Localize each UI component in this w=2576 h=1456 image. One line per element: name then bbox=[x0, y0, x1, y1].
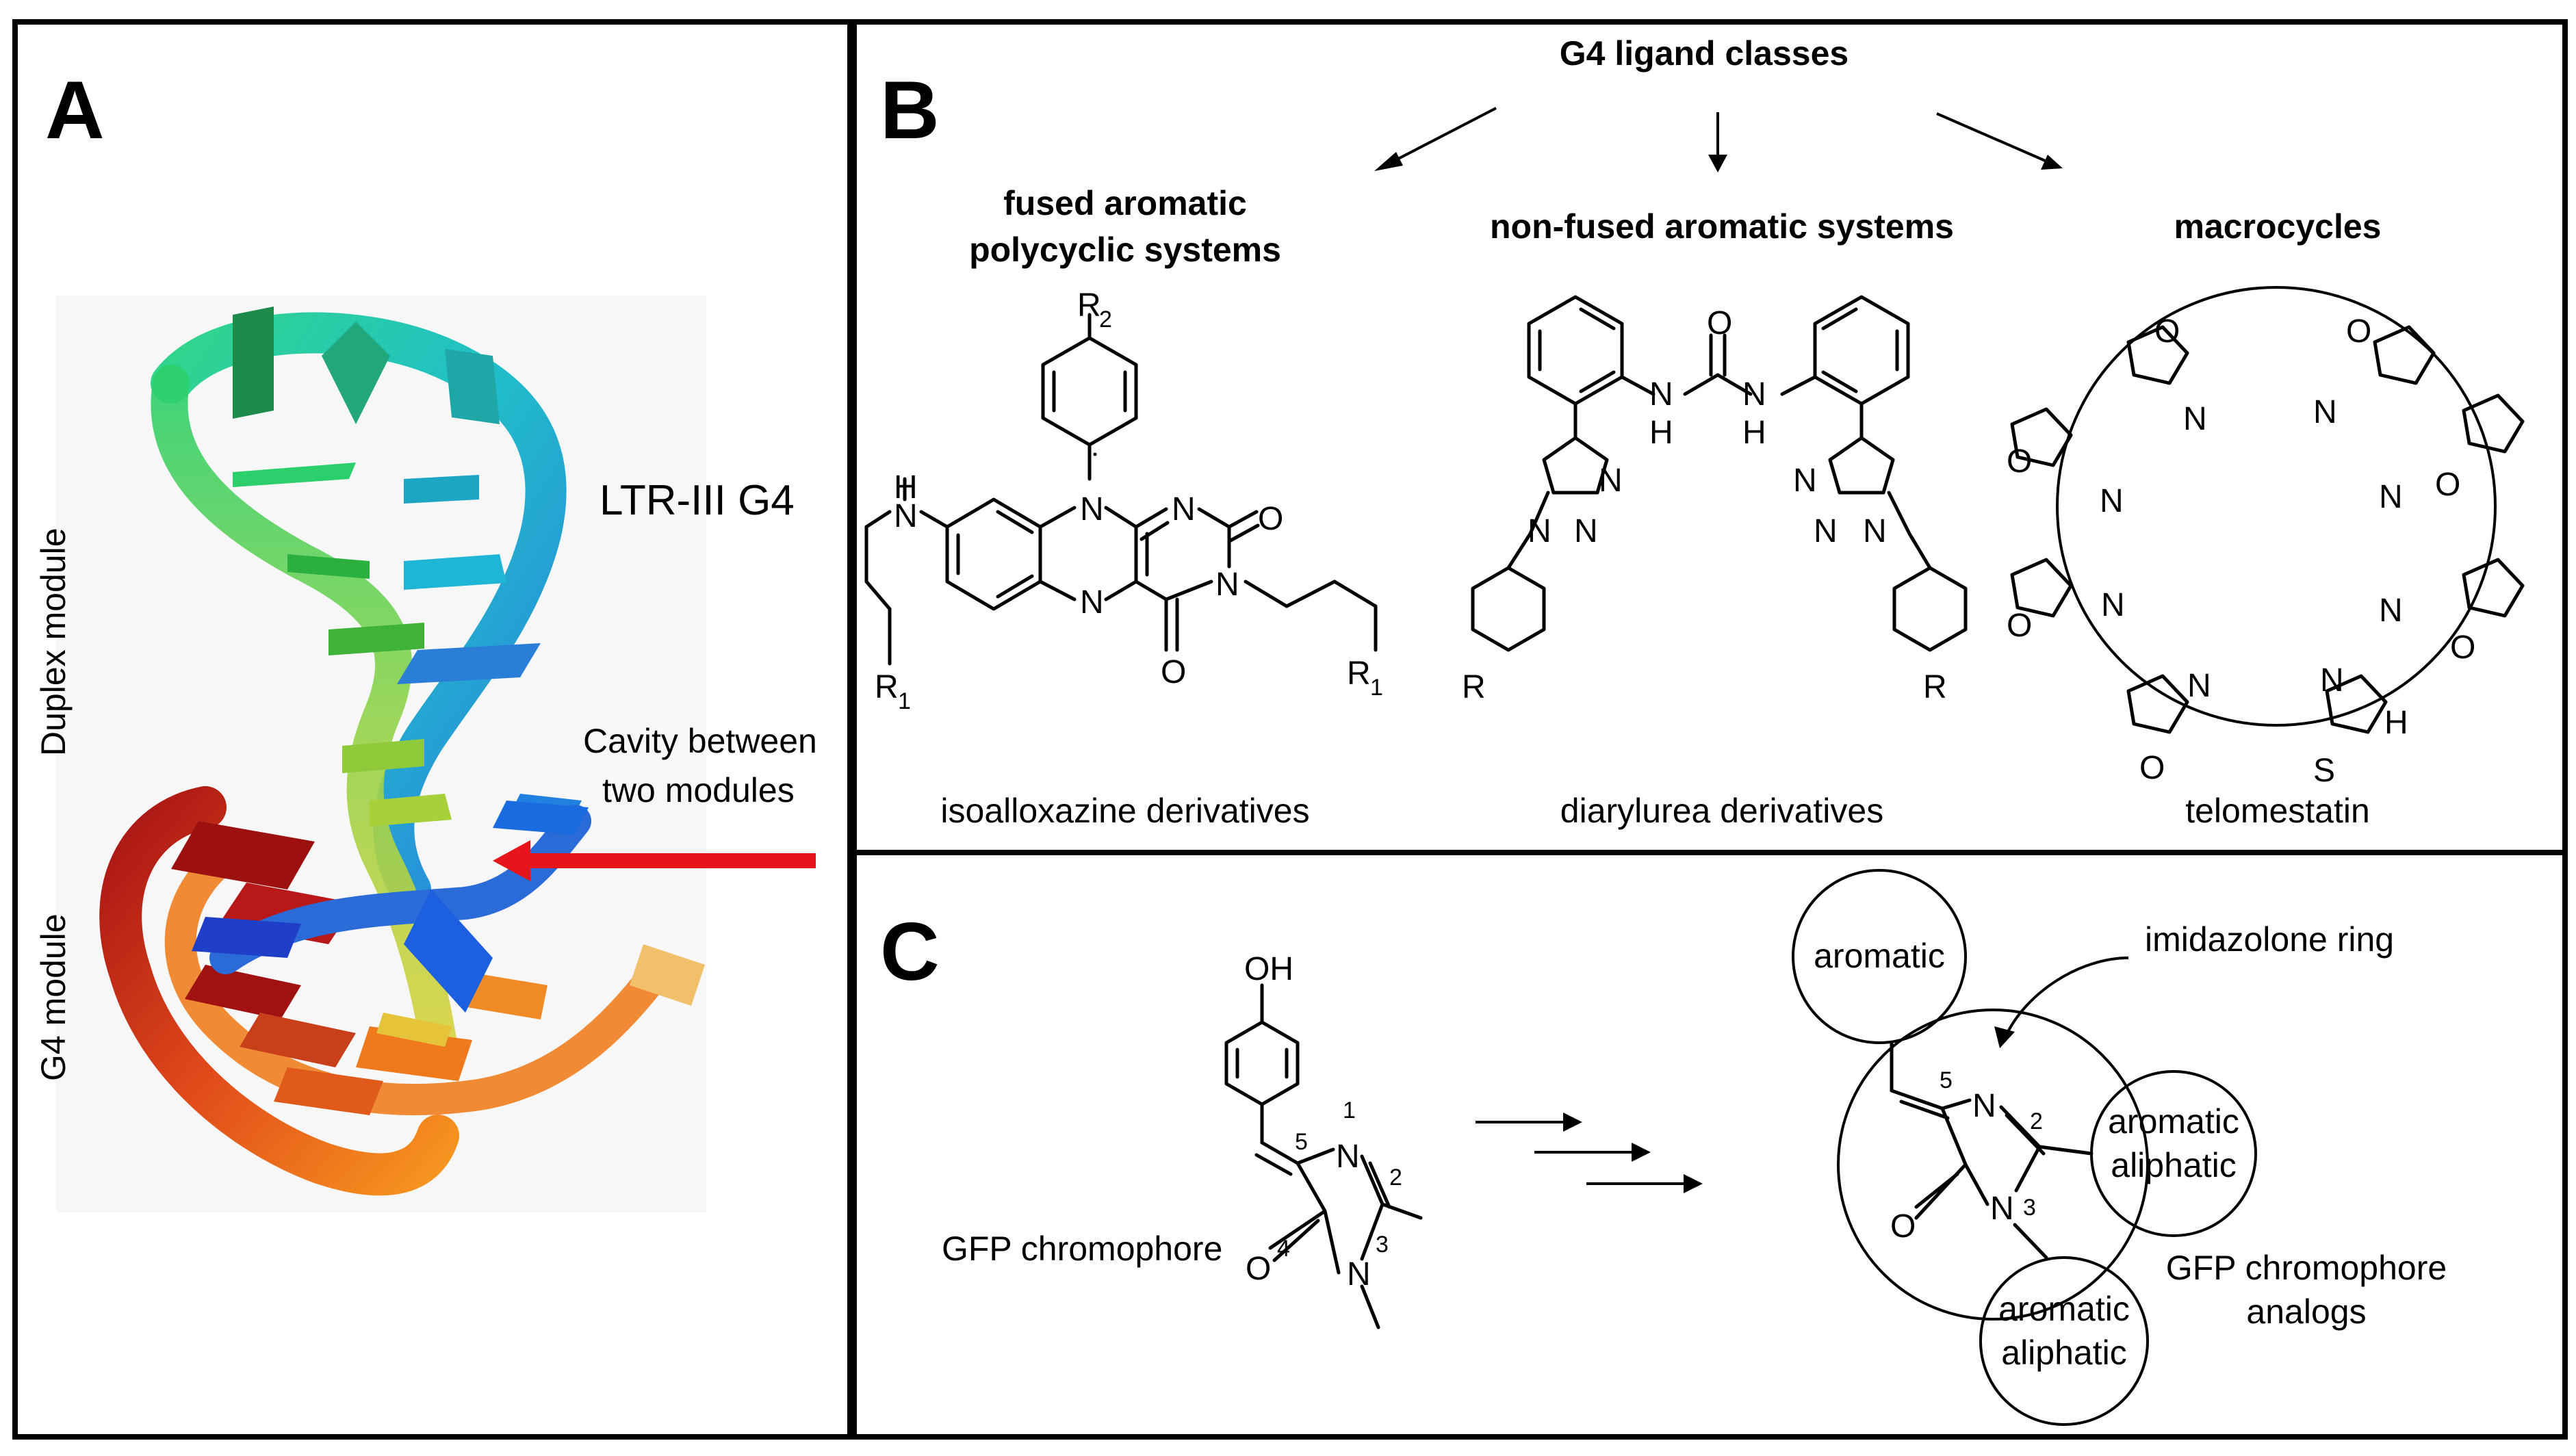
class-title-fused-line1: fused aromatic bbox=[1003, 184, 1247, 222]
atom-r1-right: R bbox=[1347, 655, 1371, 692]
atom-n5-iso: N bbox=[1080, 584, 1104, 621]
g4-ribbon-structure bbox=[56, 296, 706, 1212]
atom-analog-o: O bbox=[1890, 1208, 1916, 1245]
analog-aromatic-label: aromatic bbox=[1814, 937, 1945, 975]
atom-urea-o: O bbox=[1707, 305, 1732, 341]
panel-b-letter: B bbox=[880, 64, 940, 156]
atom-telo-n8: N bbox=[2320, 662, 2344, 699]
atom-telo-n6: N bbox=[2379, 593, 2403, 629]
atom-urea-nh-right: N bbox=[1742, 376, 1766, 413]
atom-gfp-n1: N bbox=[1336, 1139, 1360, 1175]
atom-gfp-o: O bbox=[1246, 1251, 1271, 1287]
atom-analog-n1: N bbox=[1972, 1088, 1996, 1124]
atom-telo-n7: N bbox=[2187, 668, 2211, 704]
atom-analog-n3: N bbox=[1990, 1191, 2014, 1227]
atom-triazole-l-n3: N bbox=[1528, 513, 1551, 549]
gfp-analogs-label-line1: GFP chromophore bbox=[2166, 1249, 2447, 1287]
analog-aromatic-aliphatic-top-l1: aromatic bbox=[2108, 1102, 2239, 1141]
gfp-analogs-label-line2: analogs bbox=[2246, 1292, 2366, 1331]
atom-triazole-l-n1: N bbox=[1599, 463, 1623, 499]
atom-n3-iso: N bbox=[1215, 567, 1239, 603]
atom-h-amine: H bbox=[894, 469, 918, 506]
atom-telo-o7: O bbox=[2139, 750, 2165, 786]
atom-r1-left-sub: 1 bbox=[898, 688, 911, 714]
cavity-label-line2: two modules bbox=[602, 771, 795, 809]
atom-gfp-n3: N bbox=[1347, 1256, 1371, 1292]
gfp-chromophore-structure bbox=[1224, 983, 1423, 1329]
atom-urea-h-left: H bbox=[1649, 415, 1673, 451]
atom-telo-o2: O bbox=[2346, 313, 2371, 350]
telomestatin-structure bbox=[2010, 286, 2525, 734]
g4-module-label: G4 module bbox=[34, 913, 73, 1081]
atom-telo-o3: O bbox=[2007, 443, 2032, 480]
atom-telo-o1: O bbox=[2154, 313, 2180, 350]
atom-n-amine: N bbox=[894, 498, 918, 534]
panel-a-letter: A bbox=[45, 64, 105, 156]
class-title-fused-line2: polycyclic systems bbox=[969, 231, 1281, 269]
atom-r-right: R bbox=[1923, 669, 1947, 705]
atom-triazole-r-n2: N bbox=[1814, 513, 1838, 549]
duplex-module-label: Duplex module bbox=[34, 528, 73, 756]
atom-r1-right-sub: 1 bbox=[1370, 675, 1383, 701]
atom-telo-n4: N bbox=[2379, 479, 2403, 515]
gfp-num-3: 3 bbox=[1376, 1232, 1389, 1258]
atom-telo-n5: N bbox=[2101, 587, 2125, 623]
ligand-classes-title: G4 ligand classes bbox=[1560, 34, 1849, 73]
cavity-label-line1: Cavity between bbox=[583, 722, 817, 760]
class-title-nonfused: non-fused aromatic systems bbox=[1490, 207, 1954, 246]
atom-telo-o5: O bbox=[2007, 608, 2032, 644]
atom-triazole-l-n2: N bbox=[1574, 513, 1598, 549]
caption-diarylurea: diarylurea derivatives bbox=[1560, 792, 1883, 830]
atom-triazole-r-n3: N bbox=[1863, 513, 1887, 549]
atom-telo-h: H bbox=[2384, 705, 2408, 741]
atom-n10: N bbox=[1080, 491, 1104, 528]
synthesis-arrows bbox=[1476, 1113, 1703, 1193]
gfp-num-4: 4 bbox=[1277, 1236, 1290, 1262]
ltr-iii-g4-label: LTR-III G4 bbox=[600, 477, 795, 524]
atom-r1-left: R bbox=[875, 669, 899, 705]
class-title-macrocycles: macrocycles bbox=[2174, 207, 2381, 246]
analog-scheme bbox=[1792, 869, 2257, 1426]
imidazolone-ring-label: imidazolone ring bbox=[2145, 920, 2394, 959]
atom-telo-o6: O bbox=[2450, 629, 2475, 666]
atom-telo-n3: N bbox=[2100, 483, 2124, 519]
panel-b-frame bbox=[851, 19, 2568, 855]
atom-r2-sub: 2 bbox=[1099, 307, 1112, 333]
atom-urea-nh-left: N bbox=[1649, 376, 1673, 413]
caption-isoalloxazine: isoalloxazine derivatives bbox=[940, 792, 1309, 830]
atom-r-left: R bbox=[1462, 669, 1486, 705]
atom-telo-n2: N bbox=[2313, 394, 2337, 430]
atom-n1-iso: N bbox=[1172, 491, 1196, 528]
diarylurea-structure bbox=[1471, 295, 1968, 652]
panel-c-letter: C bbox=[880, 906, 940, 998]
gfp-num-1: 1 bbox=[1343, 1097, 1356, 1123]
atom-o4-iso: O bbox=[1161, 654, 1186, 690]
cavity-arrow bbox=[493, 840, 816, 881]
atom-telo-n1: N bbox=[2183, 401, 2207, 437]
atom-o2-iso: O bbox=[1258, 501, 1283, 537]
panel-a-frame bbox=[12, 19, 853, 1440]
atom-telo-s: S bbox=[2313, 753, 2335, 789]
analog-num-3: 3 bbox=[2023, 1195, 2036, 1221]
classification-arrows bbox=[1374, 107, 2063, 172]
gfp-num-5: 5 bbox=[1295, 1129, 1308, 1155]
panel-c-frame bbox=[851, 850, 2568, 1440]
isoalloxazine-structure bbox=[864, 313, 1378, 666]
analog-num-5: 5 bbox=[1940, 1067, 1953, 1093]
atom-r2: R bbox=[1077, 287, 1101, 324]
atom-urea-h-right: H bbox=[1742, 415, 1766, 451]
caption-telomestatin: telomestatin bbox=[2185, 792, 2370, 830]
analog-aromatic-aliphatic-bot-l1: aromatic bbox=[1998, 1290, 2130, 1328]
analog-aromatic-aliphatic-top-l2: aliphatic bbox=[2111, 1146, 2236, 1184]
atom-triazole-r-n1: N bbox=[1793, 463, 1817, 499]
analog-aromatic-aliphatic-bot-l2: aliphatic bbox=[2001, 1334, 2126, 1372]
atom-telo-o4: O bbox=[2435, 467, 2460, 503]
analog-num-2: 2 bbox=[2030, 1108, 2043, 1134]
gfp-num-2: 2 bbox=[1389, 1165, 1402, 1191]
gfp-chromophore-label: GFP chromophore bbox=[942, 1230, 1222, 1268]
atom-gfp-oh: OH bbox=[1244, 951, 1293, 987]
